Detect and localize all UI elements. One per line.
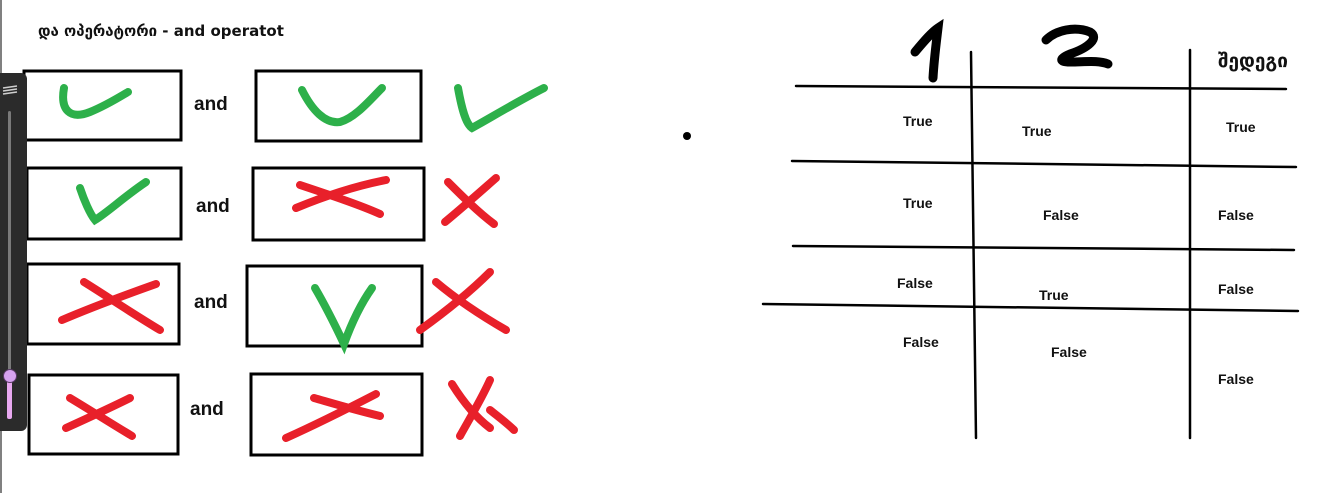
table-vline bbox=[969, 50, 978, 440]
table-cell-result: False bbox=[1218, 371, 1254, 387]
checkmark-icon bbox=[454, 84, 548, 133]
table-cell-a: False bbox=[897, 275, 933, 291]
table-hline bbox=[794, 84, 1288, 91]
checkmark-icon bbox=[76, 178, 150, 226]
table-hline bbox=[761, 302, 1300, 313]
and-operator-label: and bbox=[196, 196, 230, 217]
operand-box bbox=[245, 264, 424, 348]
operand-box bbox=[27, 373, 180, 456]
operand-box bbox=[254, 69, 423, 143]
checkmark-icon bbox=[59, 84, 132, 119]
cross-icon bbox=[441, 174, 500, 228]
header-col2-number bbox=[1041, 24, 1113, 69]
operand-box bbox=[25, 262, 181, 346]
cross-icon bbox=[58, 278, 164, 334]
table-cell-b: True bbox=[1022, 123, 1052, 139]
pen-slider-icon bbox=[2, 85, 18, 95]
pen-size-slider-fill bbox=[7, 379, 12, 419]
checkmark-icon bbox=[298, 84, 386, 127]
pen-size-slider-thumb[interactable] bbox=[3, 369, 17, 383]
operand-box bbox=[251, 166, 426, 242]
table-hline bbox=[790, 159, 1298, 169]
checkmark-icon bbox=[311, 284, 376, 355]
operand-box bbox=[25, 166, 183, 241]
table-cell-a: True bbox=[903, 195, 933, 211]
cross-icon bbox=[62, 394, 136, 440]
and-operator-label: and bbox=[194, 94, 228, 115]
header-result-label: შედეგი bbox=[1218, 50, 1288, 72]
table-cell-result: False bbox=[1218, 207, 1254, 223]
cross-icon bbox=[416, 268, 510, 334]
table-hline bbox=[791, 244, 1296, 252]
ink-dot bbox=[683, 132, 691, 140]
pen-toolbar[interactable] bbox=[0, 73, 27, 431]
table-cell-result: True bbox=[1226, 119, 1256, 135]
table-cell-b: False bbox=[1043, 207, 1079, 223]
cross-icon bbox=[292, 176, 390, 218]
pen-size-slider-track[interactable] bbox=[8, 111, 11, 411]
table-cell-a: True bbox=[903, 113, 933, 129]
and-operator-label: and bbox=[194, 292, 228, 313]
table-cell-b: True bbox=[1039, 287, 1069, 303]
table-cell-b: False bbox=[1051, 344, 1087, 360]
and-operator-label: and bbox=[190, 399, 224, 420]
header-col1-number bbox=[910, 18, 944, 83]
table-cell-a: False bbox=[903, 334, 939, 350]
operand-box bbox=[249, 372, 424, 457]
table-cell-result: False bbox=[1218, 281, 1254, 297]
cross-icon bbox=[448, 376, 518, 440]
cross-icon bbox=[282, 390, 384, 442]
page-title: და ოპერატორი - and operatot bbox=[38, 22, 284, 40]
